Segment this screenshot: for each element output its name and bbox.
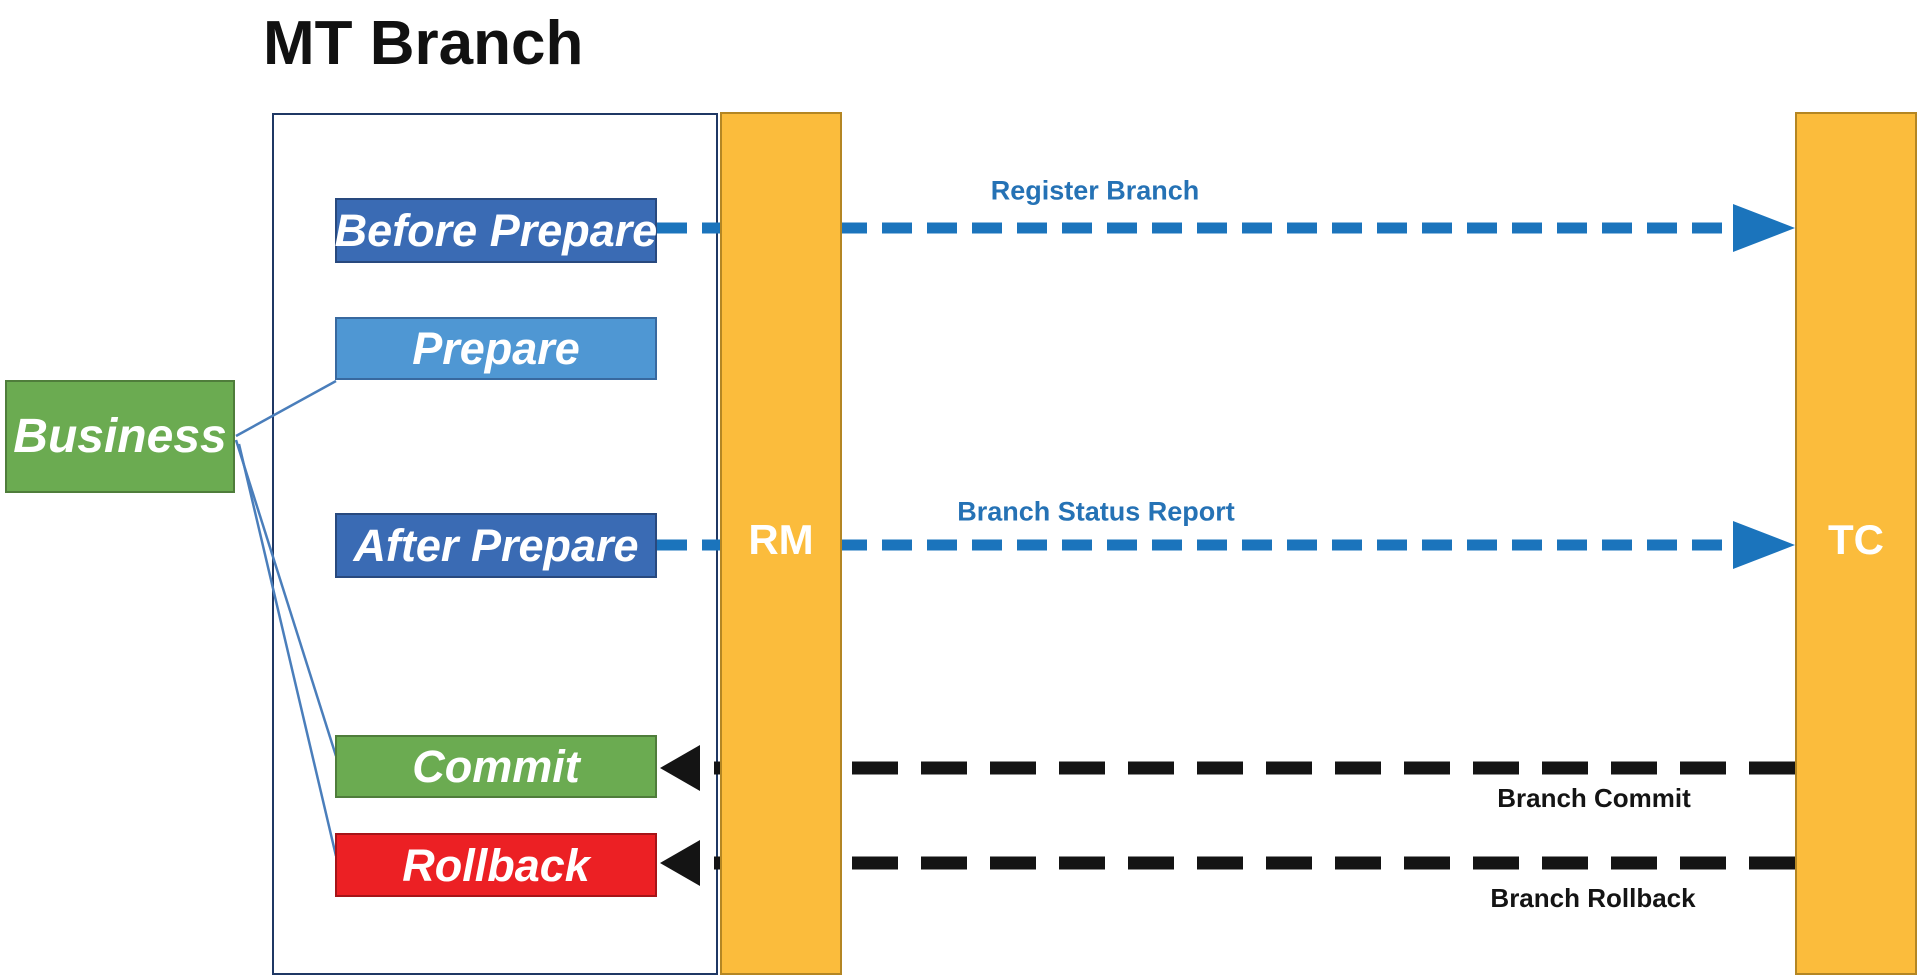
tc-label: TC	[1828, 516, 1884, 563]
business-box: Business	[5, 380, 235, 493]
business-label: Business	[13, 409, 227, 463]
stage-rollback-label: Rollback	[402, 839, 590, 891]
stage-commit: Commit	[335, 735, 657, 798]
stage-before-prepare: Before Prepare	[335, 198, 657, 263]
branch-status-report-label: Branch Status Report	[957, 496, 1235, 527]
stage-prepare: Prepare	[335, 317, 657, 380]
register-branch-arrowhead	[1733, 204, 1795, 252]
rm-bar: RM	[720, 112, 842, 975]
stage-after-prepare-label: After Prepare	[353, 520, 639, 571]
diagram-title: MT Branch	[263, 9, 584, 78]
stage-after-prepare: After Prepare	[335, 513, 657, 578]
stage-rollback: Rollback	[335, 833, 657, 897]
tc-bar: TC	[1795, 112, 1917, 975]
branch-rollback-label: Branch Rollback	[1490, 883, 1696, 913]
register-branch-label: Register Branch	[990, 175, 1200, 206]
branch-status-report-arrowhead	[1733, 521, 1795, 569]
stage-commit-label: Commit	[412, 741, 580, 792]
branch-commit-label: Branch Commit	[1497, 783, 1691, 813]
stage-prepare-label: Prepare	[412, 323, 580, 374]
rm-label: RM	[748, 516, 814, 563]
stage-before-prepare-label: Before Prepare	[334, 205, 658, 256]
